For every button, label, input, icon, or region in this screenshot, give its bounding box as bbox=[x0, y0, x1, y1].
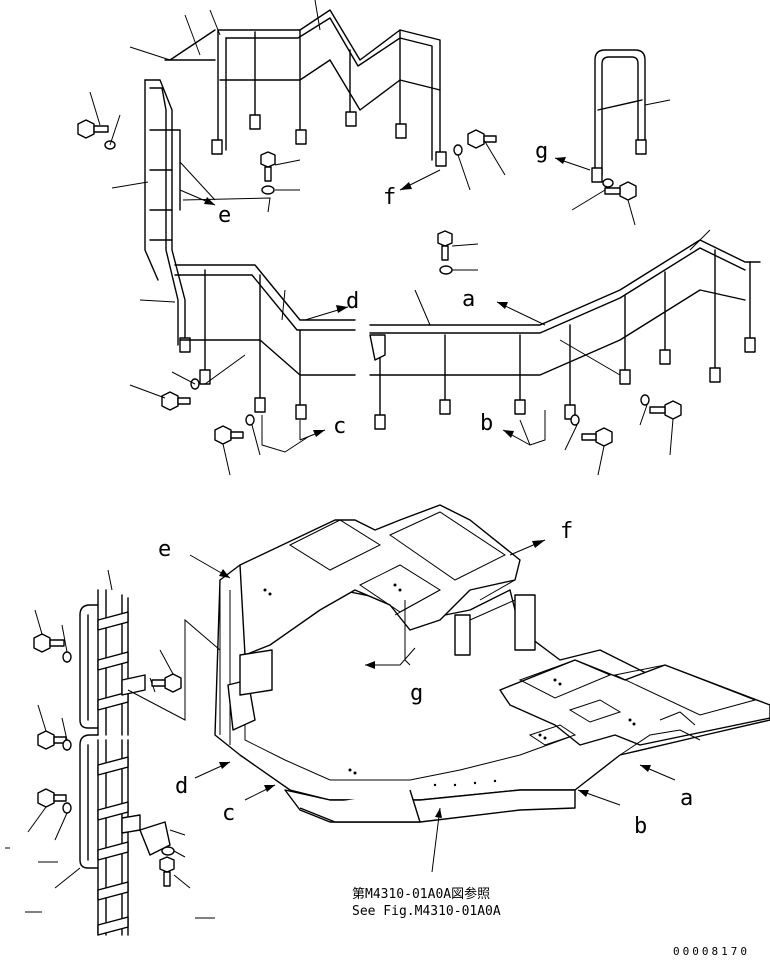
callout-f-lower: f bbox=[560, 519, 573, 544]
right-front-handrail bbox=[369, 239, 761, 430]
callout-g-upper: g bbox=[535, 139, 548, 164]
leader-lines-upper bbox=[89, 0, 711, 476]
upper-ladder-rail bbox=[144, 79, 191, 353]
callout-c-lower: c bbox=[222, 801, 235, 826]
callout-c-upper: c bbox=[333, 414, 346, 439]
callout-g-lower: g bbox=[410, 681, 423, 706]
figure-code: 00008170 bbox=[673, 945, 750, 958]
bolt-icon bbox=[77, 119, 682, 447]
small-handrail bbox=[591, 49, 647, 183]
callout-d-lower: d bbox=[175, 774, 188, 799]
callout-e-lower: e bbox=[158, 537, 171, 562]
rear-handrail bbox=[164, 9, 447, 167]
callout-b-lower: b bbox=[634, 814, 647, 839]
deck-frame bbox=[214, 504, 770, 823]
reference-note-en: See Fig.M4310-01A0A bbox=[352, 904, 501, 919]
callout-e-upper: e bbox=[218, 203, 231, 228]
callout-b-upper: b bbox=[480, 411, 493, 436]
callout-a-upper: a bbox=[462, 287, 475, 312]
reference-note-jp: 第M4310-01A0A図参照 bbox=[352, 886, 490, 902]
callout-f-upper: f bbox=[383, 185, 396, 210]
callout-d-upper: d bbox=[346, 289, 359, 314]
left-front-handrail bbox=[174, 264, 356, 420]
leader-arrow-icon bbox=[179, 157, 591, 446]
leader-lines-lower bbox=[5, 569, 442, 919]
ladder-icon bbox=[79, 589, 221, 936]
callout-a-lower: a bbox=[680, 786, 693, 811]
leader-arrow-lower-icon bbox=[189, 539, 676, 806]
washer-icon bbox=[104, 140, 650, 426]
